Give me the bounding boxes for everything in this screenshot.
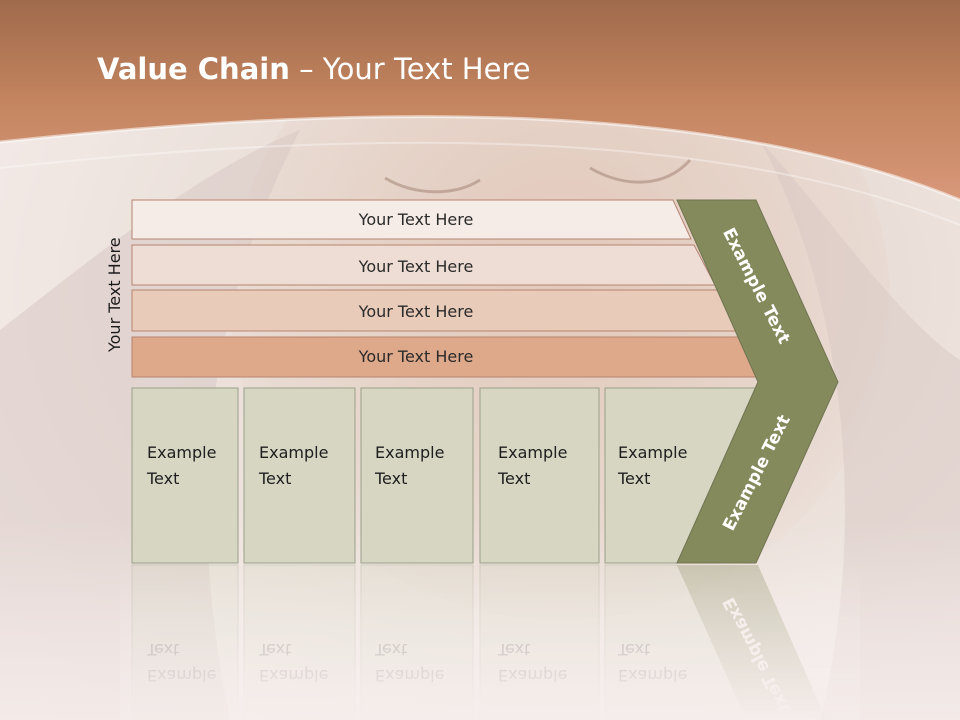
title-bold: Value Chain (97, 52, 290, 86)
bar-1: Your Text Here (131, 199, 692, 240)
box-2: Example Text (243, 387, 356, 564)
box-1: Example Text (131, 387, 239, 564)
chevron-arrow: Example Text Example Text (676, 199, 839, 564)
box-3-line2: Text (374, 469, 407, 488)
box-2-line1: Example (259, 443, 328, 462)
title-rest: – Your Text Here (289, 52, 531, 86)
box-5-line1: Example (618, 443, 687, 462)
header-curve-line (0, 115, 960, 202)
bar-3: Your Text Here (131, 289, 740, 332)
box-1-line2: Text (146, 469, 179, 488)
reflection: Example Text Example Text Example Text E… (120, 564, 860, 720)
box-3: Example Text (360, 387, 474, 564)
bar-3-label: Your Text Here (358, 302, 474, 321)
box-3-line1: Example (375, 443, 444, 462)
box-5-line2: Text (617, 469, 650, 488)
bar-2-label: Your Text Here (358, 257, 474, 276)
box-2-line2: Text (258, 469, 291, 488)
bar-4-label: Your Text Here (358, 347, 474, 366)
eye-left (384, 176, 481, 194)
bar-4: Your Text Here (131, 336, 764, 378)
bar-1-label: Your Text Here (358, 210, 474, 229)
bar-2: Your Text Here (131, 244, 716, 286)
box-4: Example Text (479, 387, 600, 564)
header-curve-line-lower (0, 141, 960, 226)
header-band (0, 0, 960, 200)
slide-title: Value Chain – Your Text Here (97, 52, 531, 86)
box-1-line1: Example (147, 443, 216, 462)
box-4-line1: Example (498, 443, 567, 462)
box-4-line2: Text (497, 469, 530, 488)
eye-right (589, 159, 692, 184)
